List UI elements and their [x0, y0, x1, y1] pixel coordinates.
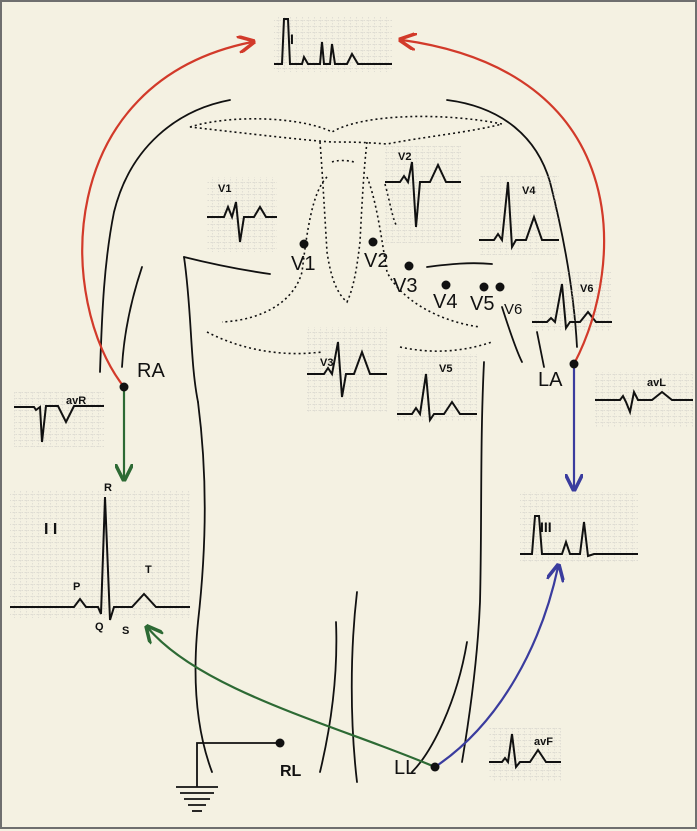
v3-electrode: V3 — [393, 262, 417, 298]
v3-electrode-label: V3 — [393, 275, 417, 297]
v2-electrode: V2 — [364, 238, 388, 273]
v5-electrode: V5 — [470, 283, 494, 316]
v5-electrode-label: V5 — [470, 293, 494, 315]
avl-strip: avL — [595, 372, 693, 427]
lead-iii-strip: III — [520, 492, 638, 562]
v2-strip-label: V2 — [398, 151, 411, 163]
ra-electrode-dot — [120, 383, 129, 392]
right-underarm — [184, 257, 198, 402]
right-flank — [196, 402, 212, 772]
wave-t-label: T — [145, 564, 152, 576]
right-arm-inner — [122, 267, 142, 367]
la-label: LA — [538, 369, 563, 391]
ra-electrode: RA — [120, 360, 166, 392]
v2-electrode-label: V2 — [364, 250, 388, 272]
v4-electrode: V4 — [433, 281, 457, 314]
v1-strip-label: V1 — [218, 183, 231, 195]
v1-strip: V1 — [207, 177, 277, 252]
ll-label: LL — [394, 757, 416, 779]
lead-i-strip: I — [274, 16, 392, 72]
ll-electrode-dot — [431, 763, 440, 772]
v6-electrode: V6 — [496, 283, 523, 319]
wave-r-label: R — [104, 482, 112, 494]
v5-strip-label: V5 — [439, 363, 452, 375]
lead-ii-label: I I — [44, 521, 57, 538]
wave-p-label: P — [73, 581, 80, 593]
avr-strip-label: avR — [66, 395, 86, 407]
rl-electrode: RL — [176, 739, 302, 812]
v6-strip-label: V6 — [580, 283, 593, 295]
v2-strip: V2 — [385, 145, 461, 243]
v4-electrode-label: V4 — [433, 291, 457, 313]
left-waist-line — [412, 642, 467, 772]
v5-strip: V5 — [397, 354, 477, 422]
avl-strip-label: avL — [647, 377, 666, 389]
lead-iii-label: III — [540, 519, 552, 535]
v6-electrode-label: V6 — [504, 301, 522, 318]
lead-i-label: I — [290, 31, 294, 47]
left-chest-line — [427, 263, 492, 267]
v1-electrode-label: V1 — [291, 253, 315, 275]
v3-strip: V3 — [307, 327, 387, 412]
ground-icon — [176, 787, 218, 811]
v4-strip-label: V4 — [522, 185, 536, 197]
left-leg-inner — [352, 592, 357, 782]
lead-ii-strip: I I R P T Q S — [10, 482, 190, 637]
wave-s-label: S — [122, 625, 129, 637]
right-leg-inner — [320, 622, 336, 772]
left-arm-inner — [537, 332, 544, 367]
v1-electrode: V1 — [291, 240, 315, 276]
v3-strip-label: V3 — [320, 357, 333, 369]
la-electrode-dot — [570, 360, 579, 369]
wave-q-label: Q — [95, 621, 104, 633]
green-arrow-ll-to-lead-ii — [148, 628, 435, 767]
avf-strip: avF — [489, 727, 561, 782]
avr-strip: avR — [14, 392, 104, 447]
right-chest-line — [184, 257, 270, 274]
avf-strip-label: avF — [534, 736, 553, 748]
v4-strip: V4 — [479, 175, 559, 255]
ra-label: RA — [137, 360, 165, 382]
rl-label: RL — [280, 763, 302, 780]
